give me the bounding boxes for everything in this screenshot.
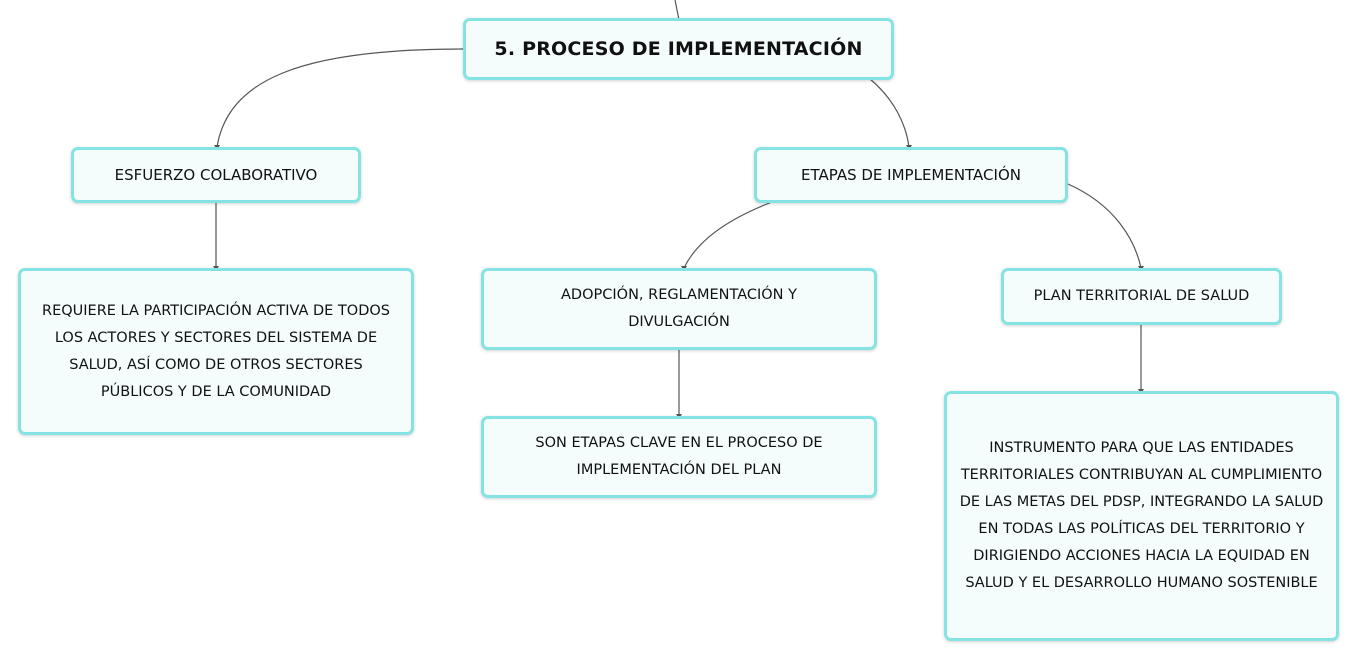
plan-node[interactable]: PLAN TERRITORIAL DE SALUD	[1001, 268, 1282, 325]
plan-label: PLAN TERRITORIAL DE SALUD	[1033, 288, 1250, 304]
plan-detail-node[interactable]: INSTRUMENTO PARA QUE LAS ENTIDADES TERRI…	[944, 391, 1339, 641]
root-label: 5. PROCESO DE IMPLEMENTACIÓN	[494, 37, 863, 60]
esfuerzo-label: ESFUERZO COLABORATIVO	[114, 165, 318, 184]
esfuerzo-detail-text: REQUIERE LA PARTICIPACIÓN ACTIVA DE TODO…	[42, 302, 390, 400]
adopcion-label: ADOPCIÓN, REGLAMENTACIÓN Y DIVULGACIÓN	[561, 287, 797, 330]
connector-etapas-to-adopcion	[683, 201, 773, 269]
connector-root-to-etapas	[869, 78, 910, 148]
connector-root-to-esfuerzo	[216, 48, 464, 148]
root-node[interactable]: 5. PROCESO DE IMPLEMENTACIÓN	[463, 18, 894, 80]
adopcion-detail-node[interactable]: SON ETAPAS CLAVE EN EL PROCESO DE IMPLEM…	[481, 416, 877, 498]
connector-top-incoming	[674, 0, 680, 21]
etapas-label: ETAPAS DE IMPLEMENTACIÓN	[801, 165, 1021, 184]
connector-etapas-to-plan	[1067, 183, 1142, 269]
plan-detail-text: INSTRUMENTO PARA QUE LAS ENTIDADES TERRI…	[959, 440, 1324, 591]
adopcion-node[interactable]: ADOPCIÓN, REGLAMENTACIÓN Y DIVULGACIÓN	[481, 268, 877, 350]
etapas-node[interactable]: ETAPAS DE IMPLEMENTACIÓN	[754, 147, 1068, 203]
esfuerzo-node[interactable]: ESFUERZO COLABORATIVO	[71, 147, 361, 203]
esfuerzo-detail-node[interactable]: REQUIERE LA PARTICIPACIÓN ACTIVA DE TODO…	[18, 268, 414, 435]
adopcion-detail-text: SON ETAPAS CLAVE EN EL PROCESO DE IMPLEM…	[535, 435, 823, 478]
